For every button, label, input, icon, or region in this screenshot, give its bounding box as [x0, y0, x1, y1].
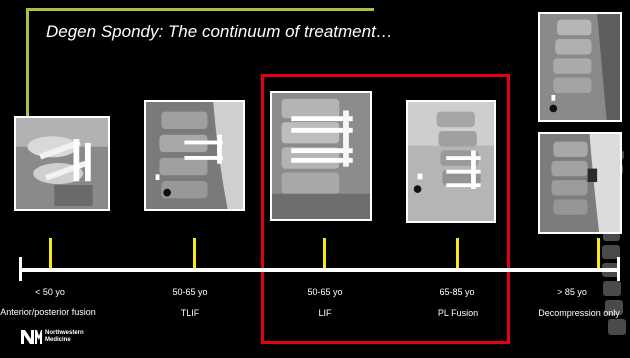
logo-text: Northwestern Medicine: [45, 330, 85, 344]
xray-anterior-posterior-fusion: [14, 116, 110, 211]
timeline-marker: [597, 238, 600, 268]
highlight-box: [261, 74, 510, 344]
xray-decompression-bottom: [538, 132, 622, 234]
procedure-label: Anterior/posterior fusion: [0, 307, 96, 318]
age-label: 50-65 yo: [285, 287, 365, 298]
procedure-label: Decompression only: [529, 308, 629, 319]
northwestern-medicine-logo: Northwestern Medicine: [20, 327, 120, 347]
timeline-end-tick: [617, 257, 620, 281]
age-label: 50-65 yo: [150, 287, 230, 298]
xray-tlif: [144, 100, 245, 211]
timeline-marker: [456, 238, 459, 268]
slide-title: Degen Spondy: The continuum of treatment…: [46, 22, 393, 42]
procedure-label: LIF: [275, 308, 375, 319]
age-label: 65-85 yo: [417, 287, 497, 298]
procedure-label: TLIF: [140, 308, 240, 319]
accent-line-horizontal: [26, 8, 374, 11]
nm-logo-icon: [20, 329, 42, 345]
xray-decompression-top: [538, 12, 622, 122]
timeline-axis: [19, 268, 620, 272]
timeline-start-tick: [19, 257, 22, 281]
age-label: < 50 yo: [10, 287, 90, 298]
accent-line-vertical: [26, 8, 29, 118]
procedure-label: PL Fusion: [408, 308, 508, 319]
timeline-marker: [323, 238, 326, 268]
timeline-marker: [193, 238, 196, 268]
age-label: > 85 yo: [532, 287, 612, 298]
timeline-marker: [49, 238, 52, 268]
